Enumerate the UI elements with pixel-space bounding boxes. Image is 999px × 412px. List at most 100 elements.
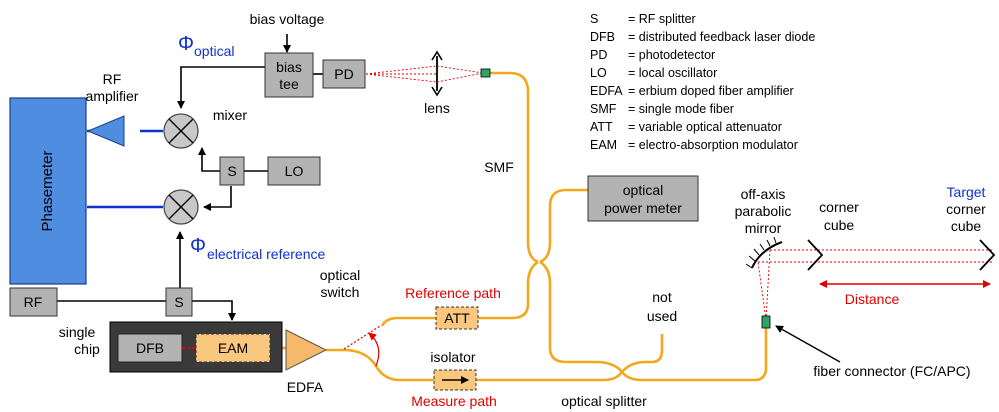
local-oscillator: LO (267, 156, 321, 186)
lens: lens (424, 50, 450, 116)
legend-abbreviation: SMF (590, 102, 617, 116)
single-chip: DFB EAM (109, 321, 283, 373)
corner-cube-label-2: cube (824, 217, 855, 233)
rf-source: RF (9, 287, 58, 317)
local-oscillator-label: LO (285, 163, 304, 179)
off-axis-parabolic-mirror (745, 236, 783, 269)
fiber-collimator-top (480, 68, 491, 78)
optical-switch-open-arm (343, 325, 381, 350)
fiber-not-used (620, 334, 664, 373)
reference-corner-cube (807, 239, 824, 271)
free-space-beam-to-pd (365, 65, 484, 83)
dfb-label: DFB (136, 340, 164, 356)
legend-abbreviation: DFB (590, 30, 615, 44)
optical-switch-label-1: optical (320, 267, 360, 283)
legend-definition: = photodetector (628, 48, 715, 62)
fiber-measure-split (343, 348, 434, 382)
mixer-top (163, 113, 199, 149)
fiber-connector-fc-apc (761, 315, 771, 329)
target-corner-cube-label-1: Target (947, 184, 986, 200)
optical-splitter-label: optical splitter (561, 393, 647, 409)
bias-tee-label-1: bias (276, 59, 302, 75)
photodetector: PD (322, 59, 366, 89)
target-corner-cube (979, 239, 996, 271)
bias-tee-label-2: tee (279, 76, 299, 92)
not-used-label-1: not (652, 289, 672, 305)
phi-electrical-reference-label: Φ electrical reference (190, 235, 325, 262)
legend-definition: = erbium doped fiber amplifier (628, 84, 794, 98)
legend-abbreviation: EAM (590, 138, 617, 152)
optical-power-meter: optical power meter (587, 175, 699, 222)
single-chip-label-2: chip (74, 341, 100, 357)
legend-definition: = RF splitter (628, 12, 696, 26)
fiber-isolator-out (476, 371, 624, 382)
phasemeter-label: Phasemeter (39, 151, 56, 232)
attenuator-label: ATT (444, 310, 470, 326)
optical-power-meter-label-2: power meter (604, 200, 682, 216)
legend-abbreviation: PD (590, 48, 607, 62)
legend-abbreviation: LO (590, 66, 607, 80)
phi-optical-subscript: optical (194, 43, 234, 59)
off-axis-mirror-label-2: parabolic (735, 203, 792, 219)
smf-label: SMF (484, 159, 514, 175)
not-used-label-2: used (647, 308, 677, 324)
edfa-amplifier: EDFA (285, 329, 328, 395)
bias-tee: bias tee (264, 52, 314, 98)
phi-electrical-subscript: electrical reference (207, 246, 325, 262)
legend-definition: = distributed feedback laser diode (628, 30, 815, 44)
fiber-connector-pointer (775, 325, 841, 363)
rf-splitter-top-label: S (227, 163, 236, 179)
lens-label: lens (424, 100, 450, 116)
legend-definition: = local oscillator (628, 66, 717, 80)
phi-optical-label: Φ optical (178, 33, 234, 59)
fiber-reference-path (380, 316, 436, 327)
rf-amplifier: RF amplifier (86, 71, 139, 147)
legend-definition: = electro-absorption modulator (628, 138, 798, 152)
fiber-connector-label: fiber connector (FC/APC) (813, 363, 970, 379)
bias-voltage-label: bias voltage (250, 11, 325, 27)
phi-optical-symbol: Φ (178, 33, 194, 55)
optical-power-meter-label-1: optical (623, 182, 663, 198)
target-corner-cube-label-2: corner (946, 201, 986, 217)
mixer-label: mixer (213, 107, 248, 123)
edfa-label: EDFA (287, 379, 324, 395)
distance-label: Distance (845, 291, 900, 307)
phi-electrical-symbol: Φ (190, 235, 206, 257)
legend-abbreviation: ATT (590, 120, 613, 134)
rf-amplifier-label-1: RF (103, 71, 122, 87)
rf-splitter-bottom: S (165, 287, 193, 317)
optical-isolator (433, 369, 477, 391)
rf-source-label: RF (24, 294, 43, 310)
legend-definition: = single mode fiber (628, 102, 734, 116)
photodetector-label: PD (334, 66, 353, 82)
reference-path-label: Reference path (405, 285, 501, 301)
fiber-to-power-meter (539, 188, 588, 264)
dfb-laser (117, 333, 183, 363)
fiber-coupler-lower-right (539, 260, 624, 373)
off-axis-mirror-label-1: off-axis (741, 186, 786, 202)
free-space-measurement-beam (757, 249, 993, 321)
rf-splitter-bottom-label: S (174, 294, 183, 310)
optical-switch-arrow (368, 332, 380, 367)
corner-cube-label-1: corner (819, 199, 859, 215)
phasemeter: Phasemeter (9, 97, 87, 285)
eam-label: EAM (218, 340, 248, 356)
rf-splitter-top: S (219, 156, 245, 186)
measure-path-label: Measure path (411, 393, 497, 409)
fiber-coupler-lower-left (478, 260, 539, 320)
eam-modulator (195, 333, 271, 363)
rf-amplifier-label-2: amplifier (86, 88, 139, 104)
single-chip-label-1: single (59, 324, 96, 340)
fiber-to-connector (620, 324, 768, 382)
isolator-label: isolator (430, 349, 475, 365)
off-axis-mirror-label-3: mirror (745, 220, 782, 236)
legend-abbreviation: EDFA (590, 84, 623, 98)
target-corner-cube-label-3: cube (951, 218, 982, 234)
variable-attenuator: ATT (435, 306, 479, 330)
legend-abbreviation: S (590, 12, 598, 26)
fiber-smf-top (490, 71, 539, 264)
mixer-bottom (163, 189, 199, 225)
legend-definition: = variable optical attenuator (628, 120, 782, 134)
